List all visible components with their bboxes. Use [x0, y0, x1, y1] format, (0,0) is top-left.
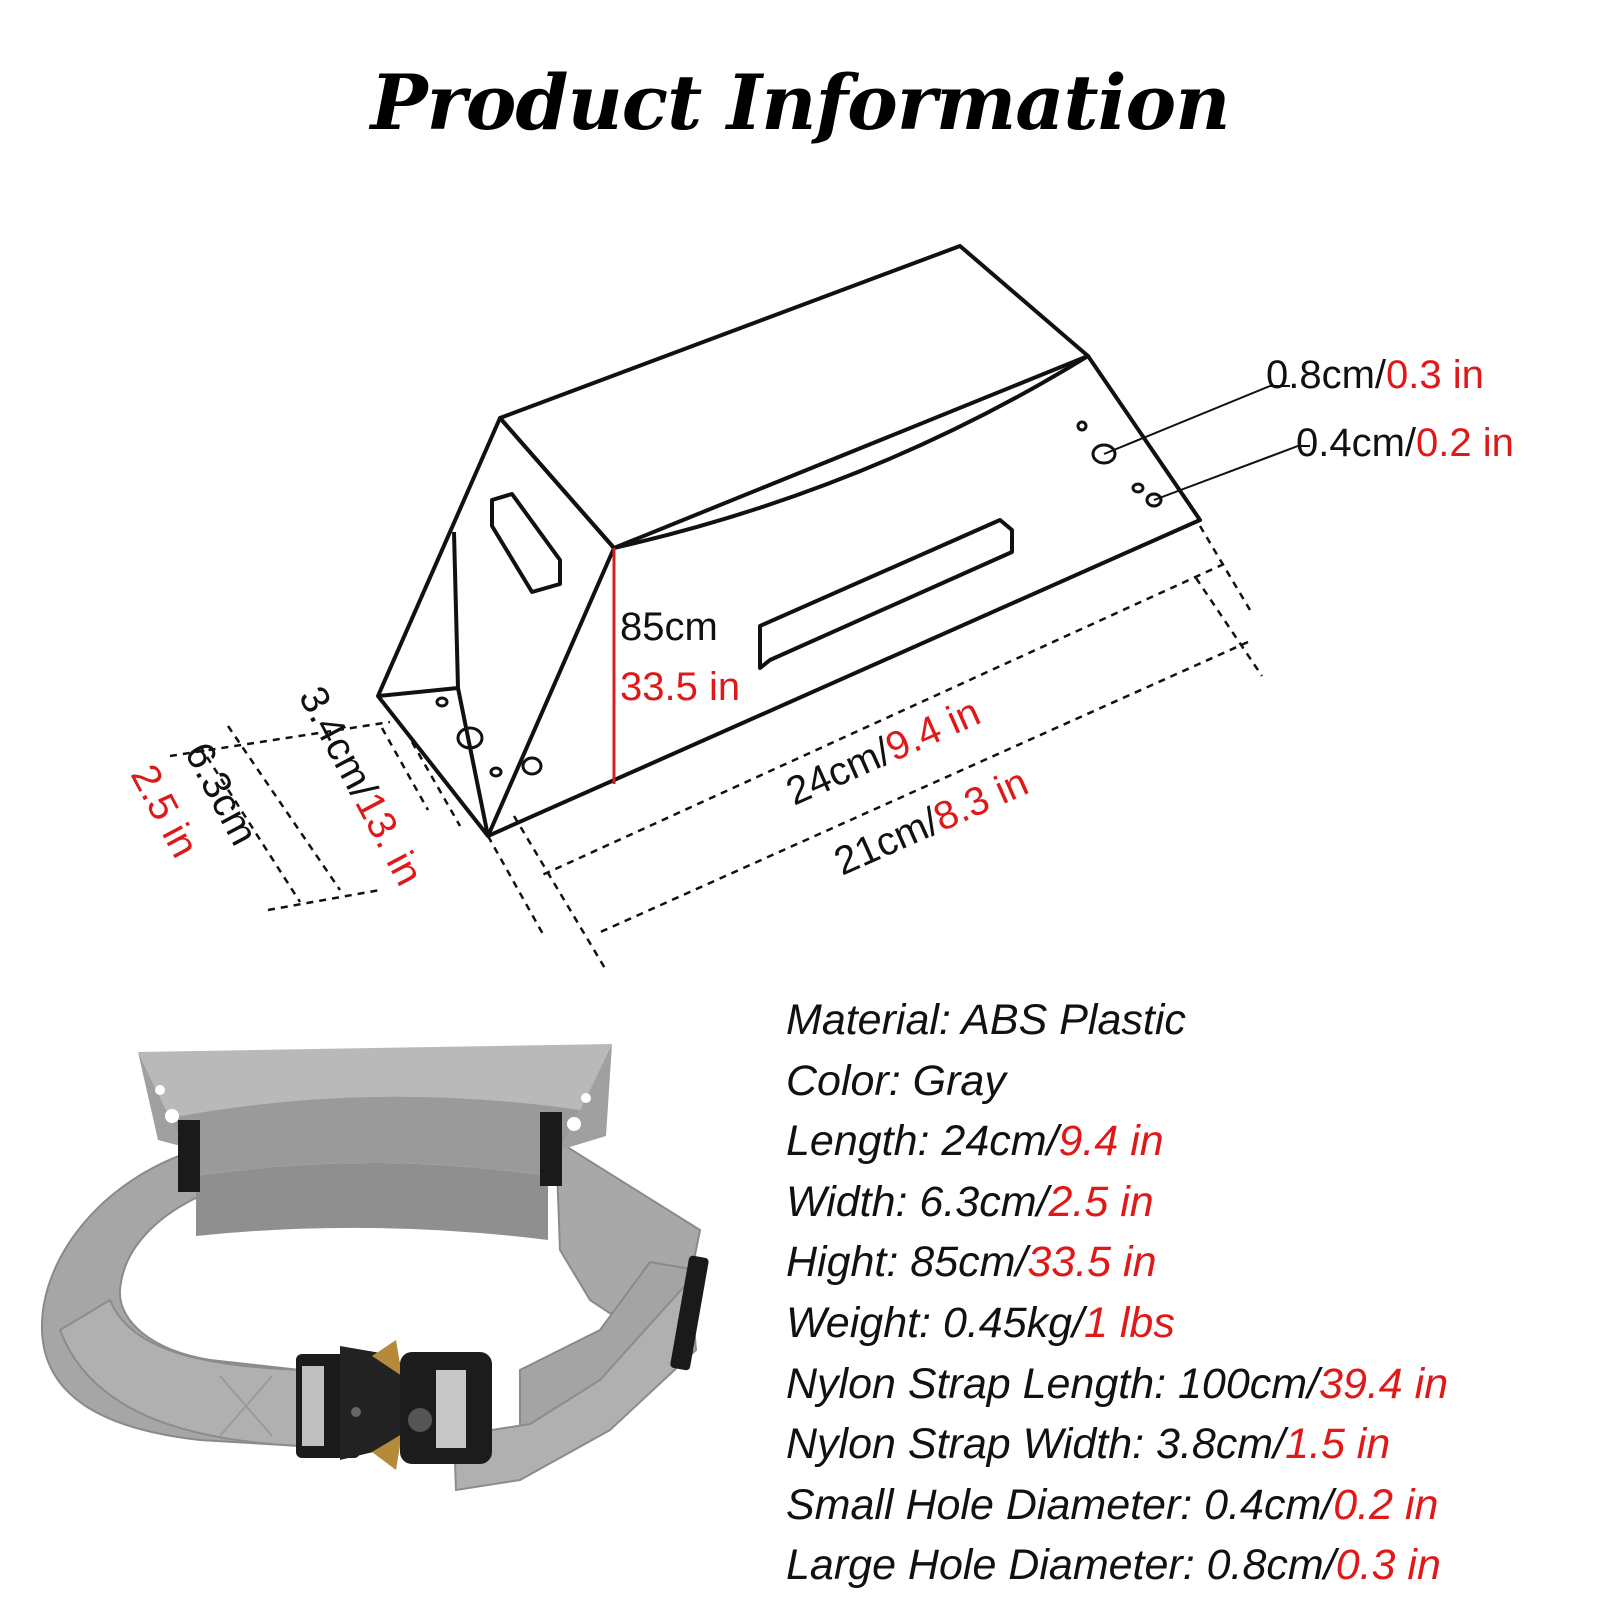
photo-hole-icon — [165, 1109, 179, 1123]
spec-imperial: 1 lbs — [1084, 1298, 1175, 1347]
small-hole-imperial: 0.2 in — [1416, 421, 1514, 465]
spec-label: Nylon Strap Width: 3.8cm/ — [786, 1420, 1286, 1469]
spec-label: Small Hole Diameter: 0.4cm/ — [786, 1480, 1334, 1529]
spec-weight: Weight: 0.45kg/1 lbs — [786, 1293, 1448, 1354]
small-hole-leader — [1153, 445, 1310, 501]
spec-label: Hight: 85cm/ — [786, 1238, 1028, 1287]
product-outline — [376, 244, 1202, 838]
large-hole-label: 0.8cm/0.3 in — [1266, 353, 1484, 397]
spec-width: Width: 6.3cm/2.5 in — [786, 1172, 1448, 1233]
hole-leader-lines — [1103, 385, 1310, 501]
spec-strap-width: Nylon Strap Width: 3.8cm/1.5 in — [786, 1414, 1448, 1475]
large-hole-metric: 0.8cm/ — [1266, 353, 1387, 397]
gray-block-face — [196, 1163, 548, 1240]
spec-imperial: 0.2 in — [1333, 1480, 1439, 1529]
gray-block-top — [138, 1044, 612, 1118]
nylon-strap-front — [58, 1298, 304, 1448]
hole-small-icon — [1076, 420, 1088, 432]
spec-imperial: 39.4 in — [1319, 1359, 1449, 1408]
spec-large-hole: Large Hole Diameter: 0.8cm/0.3 in — [786, 1535, 1448, 1596]
length-inner-metric: 21cm/ — [828, 799, 946, 884]
strap-keeper — [670, 1255, 709, 1371]
large-hole-leader — [1103, 385, 1290, 455]
depth-metric: 3.4cm/ — [290, 680, 386, 807]
small-hole-label: 0.4cm/0.2 in — [1296, 421, 1514, 465]
nylon-strap-front-right — [452, 1277, 698, 1492]
spec-imperial: 9.4 in — [1058, 1117, 1164, 1166]
spec-imperial: 33.5 in — [1027, 1238, 1157, 1287]
spec-small-hole: Small Hole Diameter: 0.4cm/0.2 in — [786, 1475, 1448, 1536]
spec-label: Weight: 0.45kg/ — [786, 1298, 1084, 1347]
left-fold-line — [452, 531, 490, 837]
hole-large-icon — [456, 726, 484, 750]
length-outer-imperial: 9.4 in — [879, 690, 986, 770]
spec-color: Color: Gray — [786, 1051, 1448, 1112]
depth-imperial: 13. in — [346, 786, 431, 893]
spec-label: Color: Gray — [786, 1056, 1006, 1105]
left-bottom-line — [377, 686, 459, 698]
photo-hole-icon — [567, 1117, 581, 1131]
gray-block-right-wing — [548, 1044, 612, 1176]
gray-block-front — [170, 1096, 580, 1176]
height-imperial-label: 33.5 in — [620, 665, 740, 709]
height-metric-label: 85cm — [620, 605, 718, 649]
spec-material: Material: ABS Plastic — [786, 990, 1448, 1051]
spec-imperial: 2.5 in — [1048, 1177, 1154, 1226]
product-photo — [40, 1044, 709, 1492]
hole-large-icon — [1091, 443, 1117, 465]
hole-small-icon — [435, 696, 449, 708]
dimension-dashes — [169, 525, 1264, 971]
page-title: Product Information — [370, 58, 1231, 147]
strap-clip-right — [540, 1112, 562, 1186]
hole-small-icon — [489, 766, 503, 778]
strap-clip-left — [178, 1120, 200, 1192]
depth-label: 3.4cm/13. in — [290, 680, 431, 893]
spec-list: Material: ABS Plastic Color: Gray Length… — [786, 990, 1448, 1596]
spec-strap-length: Nylon Strap Length: 100cm/39.4 in — [786, 1354, 1448, 1415]
spec-label: Width: 6.3cm/ — [786, 1177, 1049, 1226]
top-saddle-surface — [498, 244, 1090, 550]
hole-small-icon — [1131, 482, 1145, 494]
length-inner-imperial: 8.3 in — [927, 760, 1034, 840]
small-hole-metric: 0.4cm/ — [1296, 421, 1417, 465]
large-hole-imperial: 0.3 in — [1386, 353, 1484, 397]
cobra-buckle-icon — [296, 1340, 492, 1470]
photo-hole-icon — [155, 1085, 165, 1095]
spec-label: Length: 24cm/ — [786, 1117, 1059, 1166]
left-end-wall — [376, 416, 616, 838]
left-slot — [490, 492, 562, 594]
spec-length: Length: 24cm/9.4 in — [786, 1111, 1448, 1172]
photo-hole-icon — [581, 1093, 591, 1103]
spec-imperial: 0.3 in — [1335, 1541, 1441, 1590]
spec-imperial: 1.5 in — [1285, 1420, 1391, 1469]
spec-label: Material: ABS Plastic — [786, 996, 1186, 1044]
hole-small-icon — [1145, 492, 1163, 508]
strap-stitching — [219, 1375, 273, 1437]
mounting-holes — [435, 420, 1163, 778]
spec-label: Large Hole Diameter: 0.8cm/ — [786, 1541, 1336, 1590]
spec-label: Nylon Strap Length: 100cm/ — [786, 1359, 1320, 1408]
spec-height: Hight: 85cm/33.5 in — [786, 1232, 1448, 1293]
length-outer-metric: 24cm/ — [780, 729, 898, 814]
hole-small-icon — [521, 756, 543, 776]
side-slot — [758, 518, 1014, 670]
